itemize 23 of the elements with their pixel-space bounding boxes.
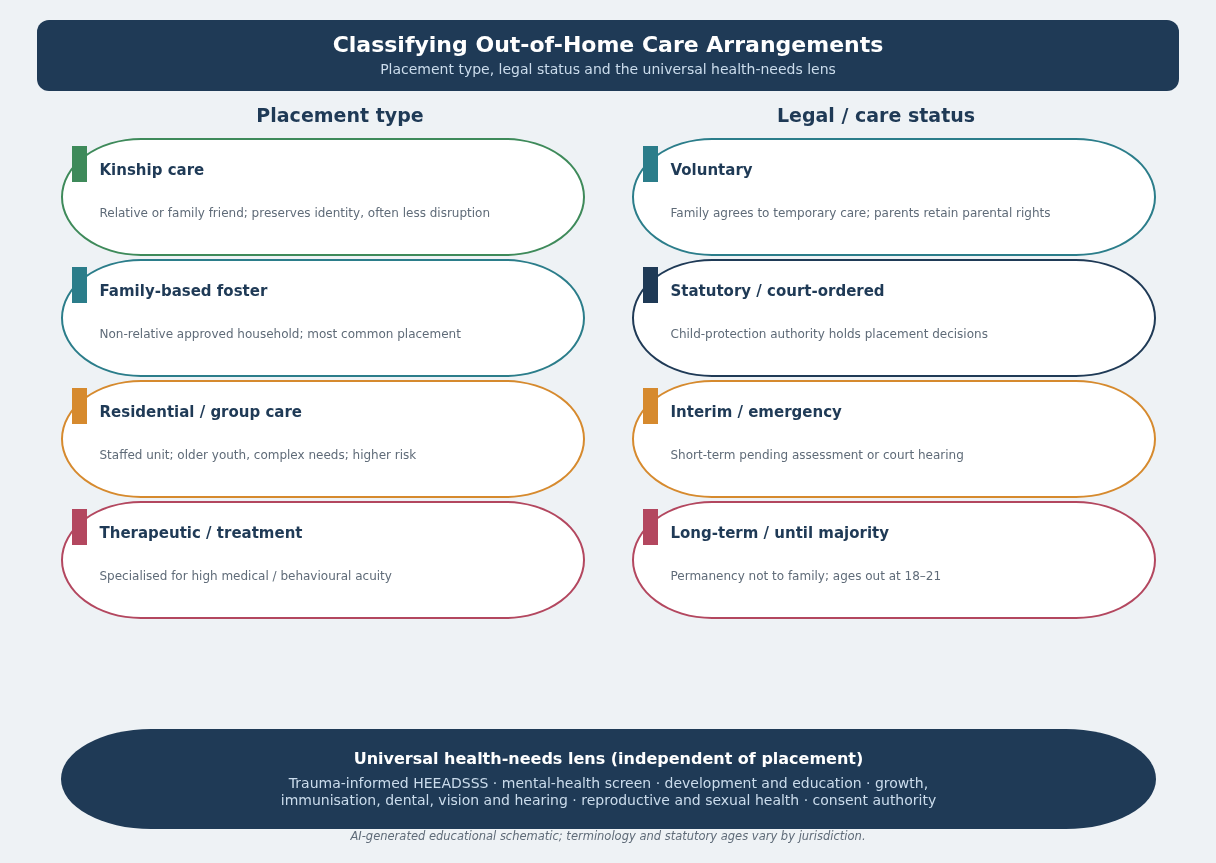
- card-description: Permanency not to family; ages out at 18–21: [670, 567, 942, 584]
- banner-description: Trauma-informed HEEADSSS · mental-health screen · development and education · growth, immunisation, dental, vision and hearing · reproductive and sexual health · consent authority: [279, 774, 938, 809]
- card-description: Specialised for high medical / behavioural acuity: [99, 567, 392, 584]
- card-description: Relative or family friend; preserves identity, often less disruption: [99, 204, 491, 221]
- card-title: Voluntary: [670, 160, 753, 179]
- card-title: Therapeutic / treatment: [99, 523, 303, 542]
- card-title: Family-based foster: [99, 281, 268, 300]
- card-title: Statutory / court-ordered: [670, 281, 885, 300]
- card-description: Family agrees to temporary care; parents retain parental rights: [670, 204, 1051, 221]
- card-title: Residential / group care: [99, 402, 303, 421]
- diagram-title: Classifying Out-of-Home Care Arrangements: [332, 32, 884, 58]
- card-title: Interim / emergency: [670, 402, 842, 421]
- caption-text: AI-generated educational schematic; terminology and statutory ages vary by jurisdiction.: [350, 828, 866, 844]
- card-description: Short-term pending assessment or court hearing: [670, 446, 964, 463]
- card-description: Staffed unit; older youth, complex needs; higher risk: [99, 446, 417, 463]
- column-heading: Legal / care status: [776, 103, 976, 127]
- banner-title: Universal health-needs lens (independent of placement): [353, 749, 864, 769]
- card-title: Long-term / until majority: [670, 523, 890, 542]
- card-description: Child-protection authority holds placement decisions: [670, 325, 988, 342]
- card-description: Non-relative approved household; most common placement: [99, 325, 461, 342]
- column-heading: Placement type: [256, 103, 424, 127]
- diagram-subtitle: Placement type, legal status and the universal health-needs lens: [380, 60, 836, 78]
- card-title: Kinship care: [99, 160, 205, 179]
